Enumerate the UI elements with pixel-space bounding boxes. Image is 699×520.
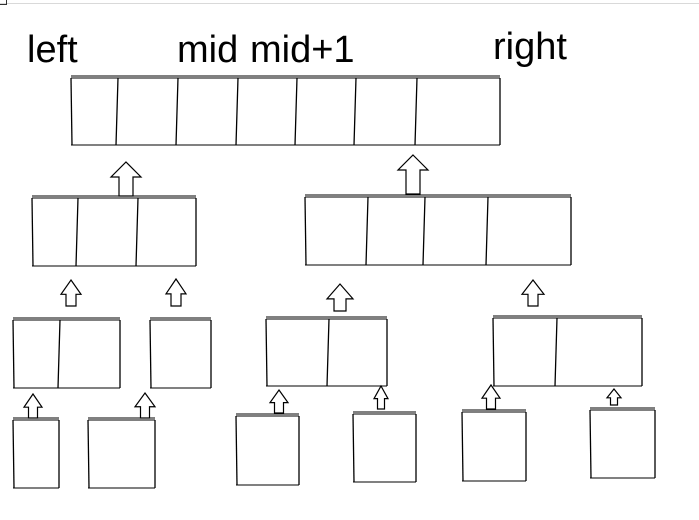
node-level-3-4 bbox=[352, 411, 417, 483]
node-level-1-1-cell-divider bbox=[135, 197, 139, 267]
node-level-3-5 bbox=[461, 409, 527, 482]
node-level-3-6 bbox=[589, 407, 656, 479]
node-level-2-1-left-edge bbox=[12, 319, 15, 389]
merge-arrow-up-icon bbox=[325, 283, 355, 312]
node-level-2-3 bbox=[265, 316, 388, 387]
label-right: right bbox=[493, 26, 567, 68]
node-level-1-1-cell-divider bbox=[75, 197, 79, 267]
merge-arrow-up-icon bbox=[480, 383, 502, 410]
node-level-3-5-left-edge bbox=[461, 411, 464, 482]
node-root-cell-divider bbox=[294, 77, 298, 146]
merge-arrow-up-icon bbox=[605, 388, 623, 406]
node-level-1-2-cell-divider bbox=[422, 196, 426, 266]
merge-arrow-up-icon bbox=[109, 161, 143, 197]
node-level-3-2 bbox=[87, 417, 156, 489]
node-root-cell-divider bbox=[414, 77, 418, 146]
node-level-2-1-cell-divider bbox=[57, 319, 61, 389]
node-root-cell-divider bbox=[235, 77, 239, 146]
node-level-2-4 bbox=[492, 315, 643, 387]
node-level-3-4-left-edge bbox=[352, 413, 355, 483]
node-level-3-1 bbox=[12, 417, 60, 489]
node-level-2-4-left-edge bbox=[492, 317, 495, 387]
label-mid-plus-1: mid+1 bbox=[250, 29, 355, 71]
node-level-2-2-left-edge bbox=[149, 319, 152, 389]
node-level-1-2-cell-divider bbox=[485, 196, 489, 266]
node-root bbox=[70, 75, 501, 146]
node-level-3-1-left-edge bbox=[12, 419, 15, 489]
node-level-1-2-cell-divider bbox=[365, 196, 369, 266]
window-top-edge bbox=[0, 3, 699, 4]
node-root-cell-divider bbox=[353, 77, 357, 146]
node-level-2-3-left-edge bbox=[265, 318, 268, 387]
merge-arrow-up-icon bbox=[22, 392, 44, 419]
window-corner-mark bbox=[0, 0, 7, 5]
merge-arrow-up-icon bbox=[372, 384, 390, 410]
merge-arrow-up-icon bbox=[396, 154, 430, 195]
node-root-cell-divider bbox=[175, 77, 179, 146]
node-level-1-1-left-edge bbox=[31, 197, 34, 267]
merge-arrow-up-icon bbox=[164, 277, 188, 307]
node-level-1-1 bbox=[31, 195, 197, 267]
merge-arrow-up-icon bbox=[268, 388, 290, 414]
node-level-3-2-left-edge bbox=[87, 419, 90, 489]
merge-arrow-up-icon bbox=[59, 278, 83, 307]
node-level-3-6-left-edge bbox=[589, 409, 592, 479]
node-level-1-2-left-edge bbox=[304, 196, 307, 266]
node-level-3-3 bbox=[235, 413, 300, 486]
node-level-1-2 bbox=[304, 194, 572, 266]
node-root-left-edge bbox=[70, 77, 73, 146]
node-root-cell-divider bbox=[115, 77, 119, 146]
node-level-2-3-cell-divider bbox=[326, 318, 330, 387]
merge-arrow-up-icon bbox=[133, 391, 157, 419]
label-left: left bbox=[27, 29, 78, 71]
node-level-2-2 bbox=[149, 317, 212, 389]
label-mid: mid bbox=[177, 29, 239, 71]
merge-arrow-up-icon bbox=[520, 279, 546, 307]
node-level-2-1 bbox=[12, 317, 121, 389]
node-level-2-4-cell-divider bbox=[554, 317, 558, 387]
node-level-3-3-left-edge bbox=[235, 415, 238, 486]
